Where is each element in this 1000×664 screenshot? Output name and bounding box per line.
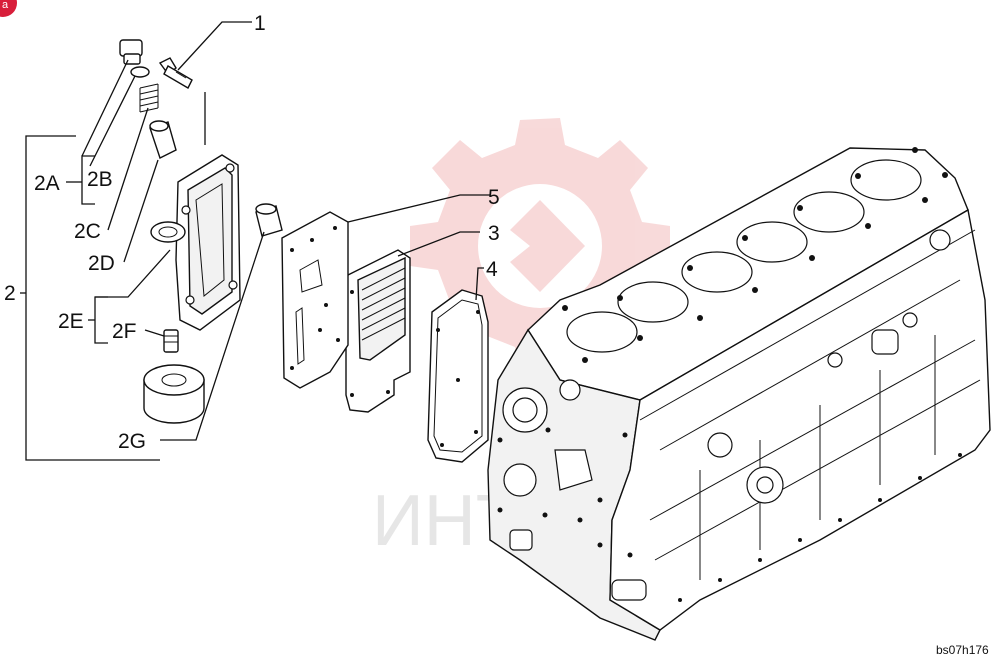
callout-4: 4 — [486, 258, 498, 281]
callout-2E: 2E — [58, 310, 84, 333]
bolt-1 — [158, 57, 193, 89]
gasket-5 — [281, 211, 349, 389]
engine-block — [487, 147, 991, 641]
drawing-code: bs07h176 — [936, 643, 989, 657]
callout-5: 5 — [488, 186, 500, 209]
corner-badge: a — [0, 0, 17, 17]
callout-1: 1 — [254, 12, 266, 35]
sleeve — [255, 203, 283, 237]
leader-lines — [20, 21, 490, 461]
plug-2A — [119, 39, 143, 65]
callout-2C: 2C — [74, 220, 101, 243]
oil-filter-housing-2 — [150, 154, 241, 331]
callout-2G: 2G — [118, 430, 146, 453]
callout-2: 2 — [4, 282, 16, 305]
valve-2D — [149, 120, 177, 159]
callout-2B: 2B — [87, 168, 113, 191]
callout-2A: 2A — [34, 172, 60, 195]
nipple-2F — [163, 329, 179, 353]
callout-2D: 2D — [88, 252, 115, 275]
gasket-4 — [427, 289, 489, 463]
callout-2F: 2F — [112, 320, 137, 343]
o-ring-2B — [130, 66, 150, 78]
corner-badge-label: a — [2, 0, 9, 11]
spring-2C — [139, 83, 159, 113]
oil-cooler-3 — [345, 249, 411, 413]
callout-3: 3 — [488, 222, 500, 245]
oil-filter-2G — [143, 364, 205, 424]
